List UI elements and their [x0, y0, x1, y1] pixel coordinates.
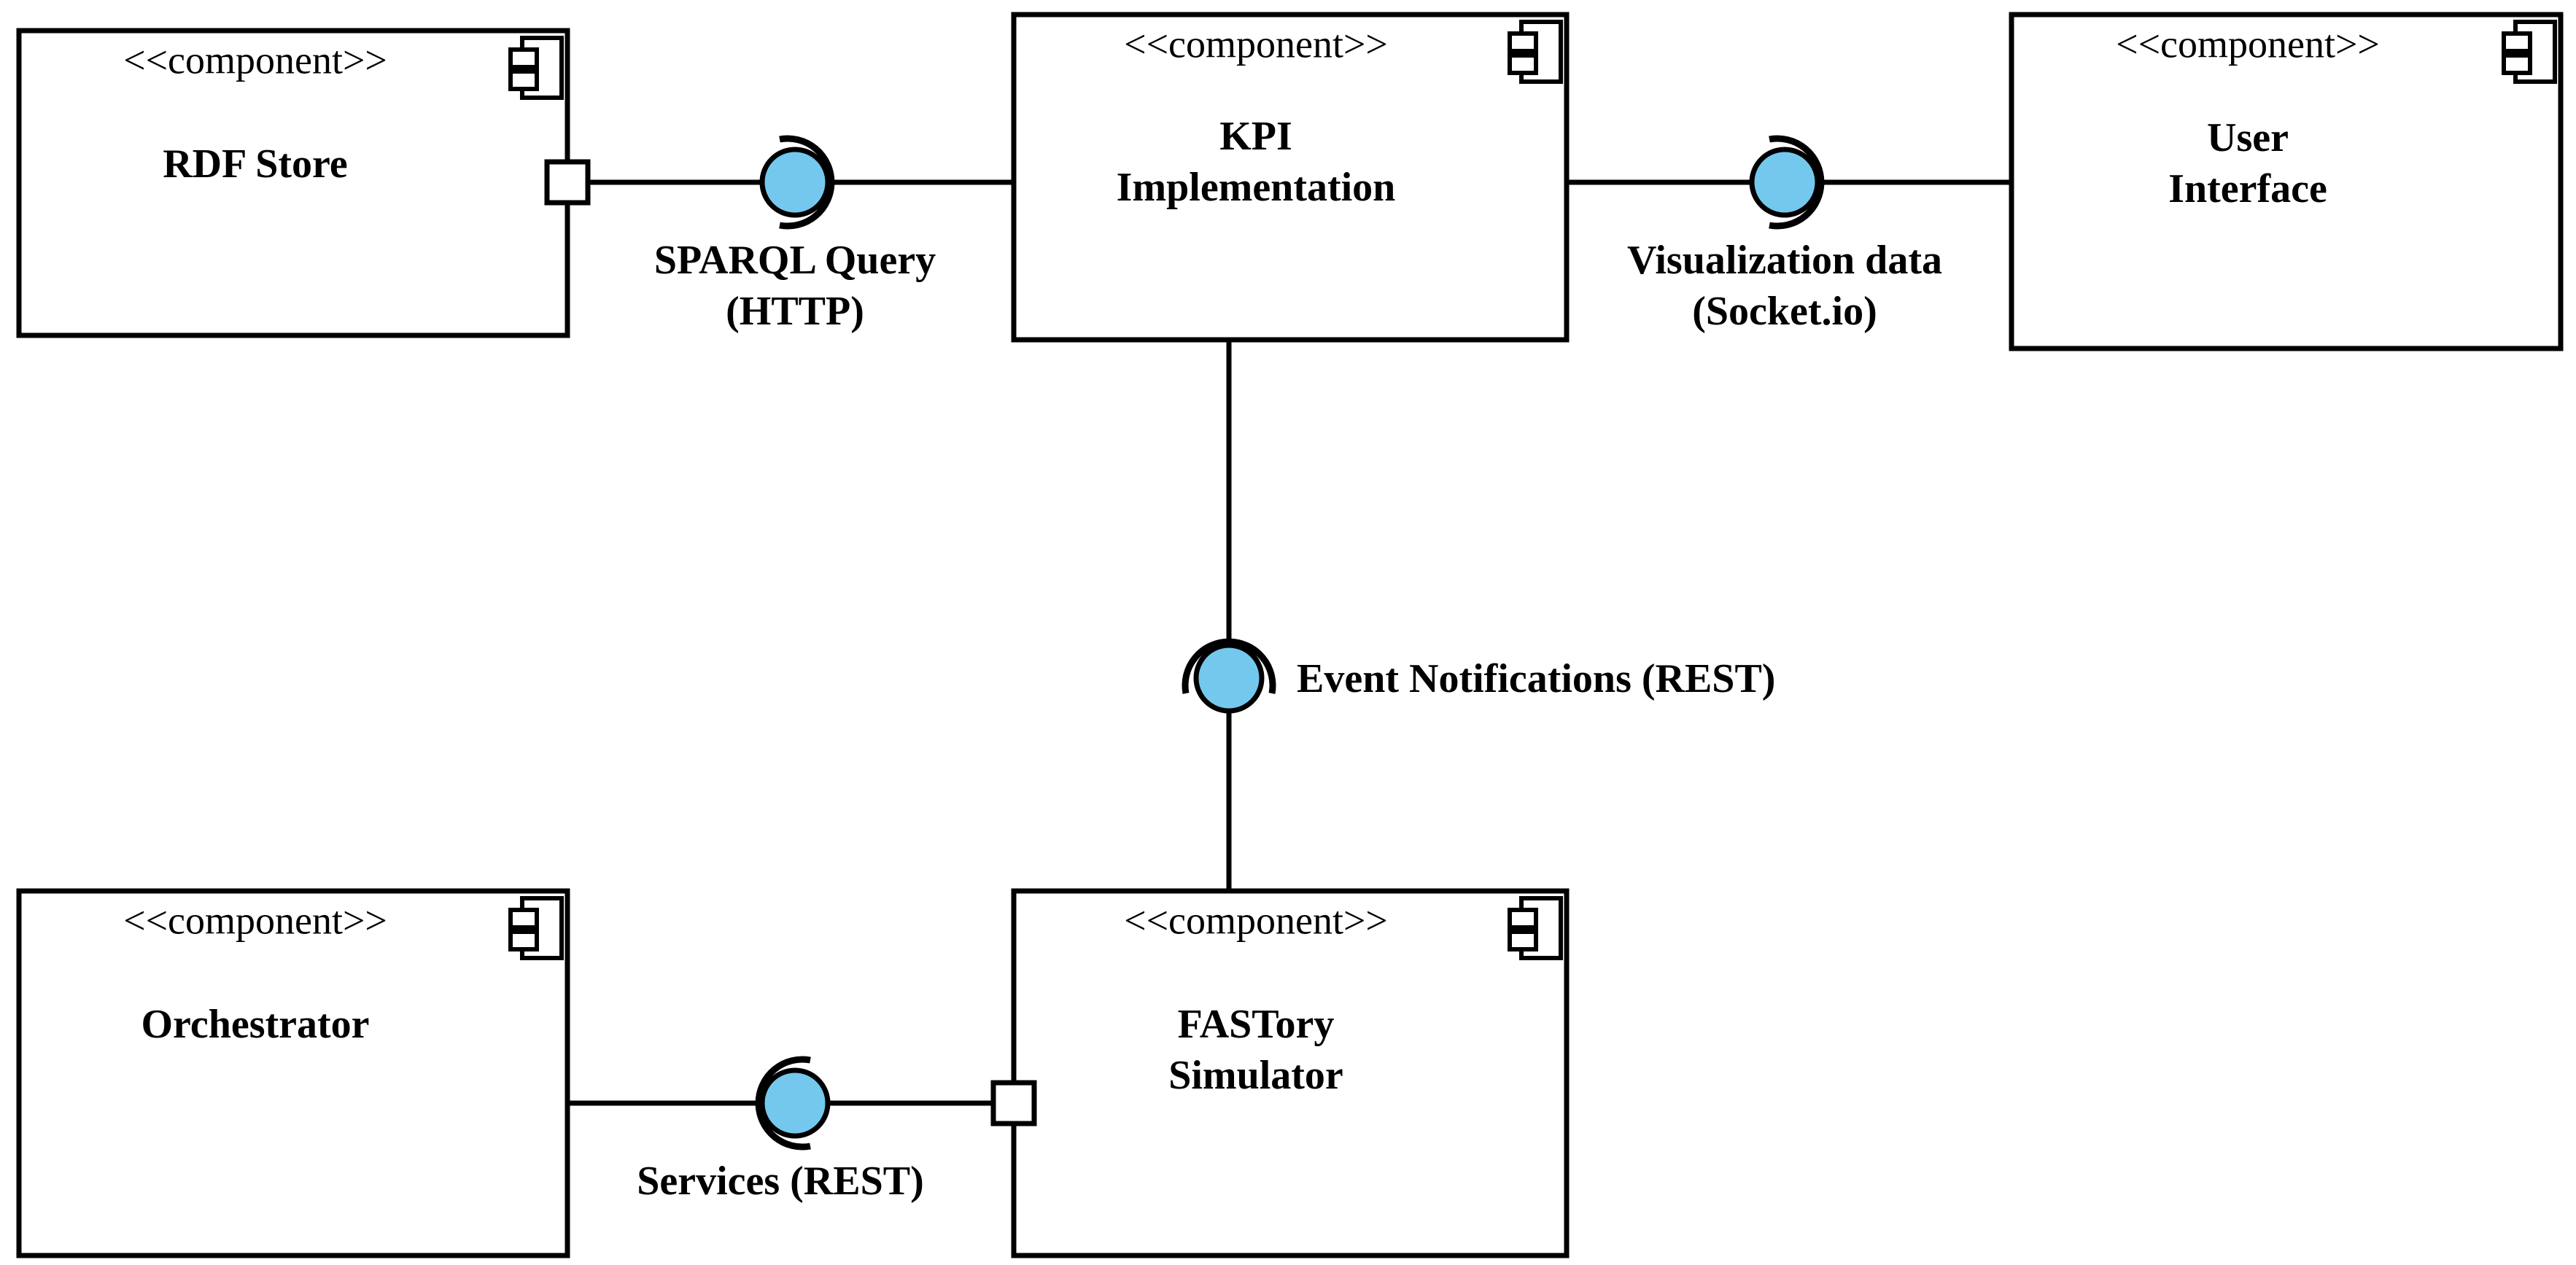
- component-box: [16, 28, 570, 338]
- component-box: [1011, 12, 1570, 343]
- component-icon: [508, 36, 564, 100]
- connector-label-line: Event Notifications (REST): [1297, 656, 1775, 701]
- connector-label-line: SPARQL Query: [654, 238, 936, 283]
- socket-arc-icon: [755, 1056, 811, 1151]
- stereotype-label: <<component>>: [1124, 22, 1388, 66]
- socket-arc-icon: [779, 135, 835, 230]
- assembly-connector-event-notifications[interactable]: Event Notifications (REST): [1182, 638, 1775, 714]
- port-rdf-store[interactable]: [544, 159, 591, 206]
- connector-label-line: Visualization data: [1627, 238, 1942, 283]
- provided-interface-ball-icon: [1193, 642, 1265, 714]
- connector-label-line: Services (REST): [637, 1159, 924, 1204]
- assembly-connector-services-rest[interactable]: Services (REST): [637, 1056, 924, 1204]
- stereotype-label: <<component>>: [2116, 22, 2380, 66]
- assembly-connector-sparql-query[interactable]: SPARQL Query (HTTP): [654, 135, 936, 334]
- component-name-line: Interface: [2168, 166, 2327, 211]
- component-box: [16, 888, 570, 1258]
- component-icon: [1508, 896, 1563, 960]
- component-name-line: Simulator: [1168, 1053, 1343, 1098]
- stereotype-label: <<component>>: [1124, 898, 1388, 942]
- component-name-line: FASTory: [1178, 1002, 1335, 1047]
- component-name-line: RDF Store: [163, 141, 348, 187]
- component-orchestrator[interactable]: <<component>> Orchestrator: [16, 888, 570, 1258]
- component-kpi-implementation[interactable]: <<component>> KPI Implementation: [1011, 12, 1570, 343]
- component-user-interface[interactable]: <<component>> User Interface: [2009, 12, 2564, 351]
- component-icon: [2502, 20, 2557, 84]
- ports-layer: [544, 159, 1037, 1126]
- component-name-line: Orchestrator: [141, 1002, 369, 1047]
- component-name-line: Implementation: [1117, 165, 1396, 210]
- provided-interface-ball-icon: [759, 147, 831, 218]
- component-icon: [508, 896, 564, 960]
- assembly-connector-visualization-data[interactable]: Visualization data (Socket.io): [1627, 135, 1942, 334]
- stereotype-label: <<component>>: [123, 898, 387, 942]
- port-fastory-simulator[interactable]: [990, 1080, 1037, 1126]
- component-box: [2009, 12, 2564, 351]
- provided-interface-ball-icon: [1749, 147, 1820, 218]
- connector-label-line: (Socket.io): [1692, 289, 1877, 334]
- stereotype-label: <<component>>: [123, 38, 387, 82]
- component-rdf-store[interactable]: <<component>> RDF Store: [16, 28, 570, 338]
- component-icon: [1508, 20, 1563, 84]
- component-name-line: User: [2207, 115, 2289, 160]
- component-name-line: KPI: [1219, 114, 1292, 159]
- component-fastory-simulator[interactable]: <<component>> FASTory Simulator: [1011, 888, 1570, 1258]
- provided-interface-ball-icon: [759, 1067, 831, 1139]
- socket-arc-icon: [1182, 638, 1276, 694]
- component-box: [1011, 888, 1570, 1258]
- socket-arc-icon: [1769, 135, 1825, 230]
- connector-label-line: (HTTP): [726, 289, 864, 334]
